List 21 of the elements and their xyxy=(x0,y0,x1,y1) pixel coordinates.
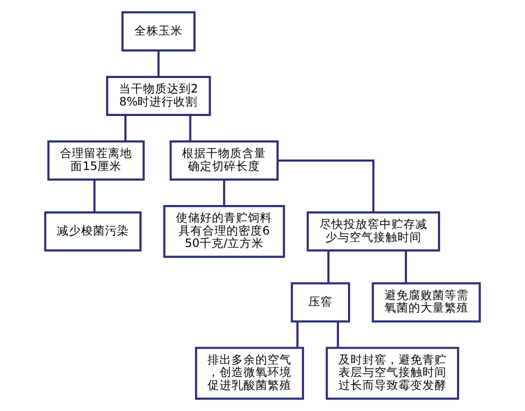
connector xyxy=(404,250,407,283)
connector xyxy=(157,50,160,77)
node-box: 避免腐败菌等需氧菌的大量繁殖 xyxy=(372,282,481,322)
node-box: 合理留茬离地面15厘米 xyxy=(47,140,145,181)
node-box: 尽快投放窖中贮存减少与空气接触时间 xyxy=(306,211,440,252)
node-box: 全株玉米 xyxy=(121,11,196,52)
node-box: 使储好的青贮饲料具有合理的密度650千克/立方米 xyxy=(163,204,285,258)
connector xyxy=(124,115,126,142)
node-box: 排出多余的空气，创造微氧环境促进乳酸菌繁殖 xyxy=(195,346,304,400)
node-box: 根据干物质含量确定切碎长度 xyxy=(170,140,279,181)
connector xyxy=(336,322,339,348)
connector xyxy=(189,115,192,142)
connector xyxy=(327,250,330,283)
connector xyxy=(93,180,96,212)
node-box: 当干物质达到28%时进行收割 xyxy=(106,76,211,116)
node-box: 压窖 xyxy=(290,282,350,322)
connector xyxy=(278,159,374,212)
connector xyxy=(296,322,298,348)
node-box: 减少梭菌污染 xyxy=(44,211,142,252)
connector xyxy=(223,180,226,206)
node-box: 及时封窖，避免青贮表层与空气接触时间过长而导致霉变发酵 xyxy=(326,346,460,400)
